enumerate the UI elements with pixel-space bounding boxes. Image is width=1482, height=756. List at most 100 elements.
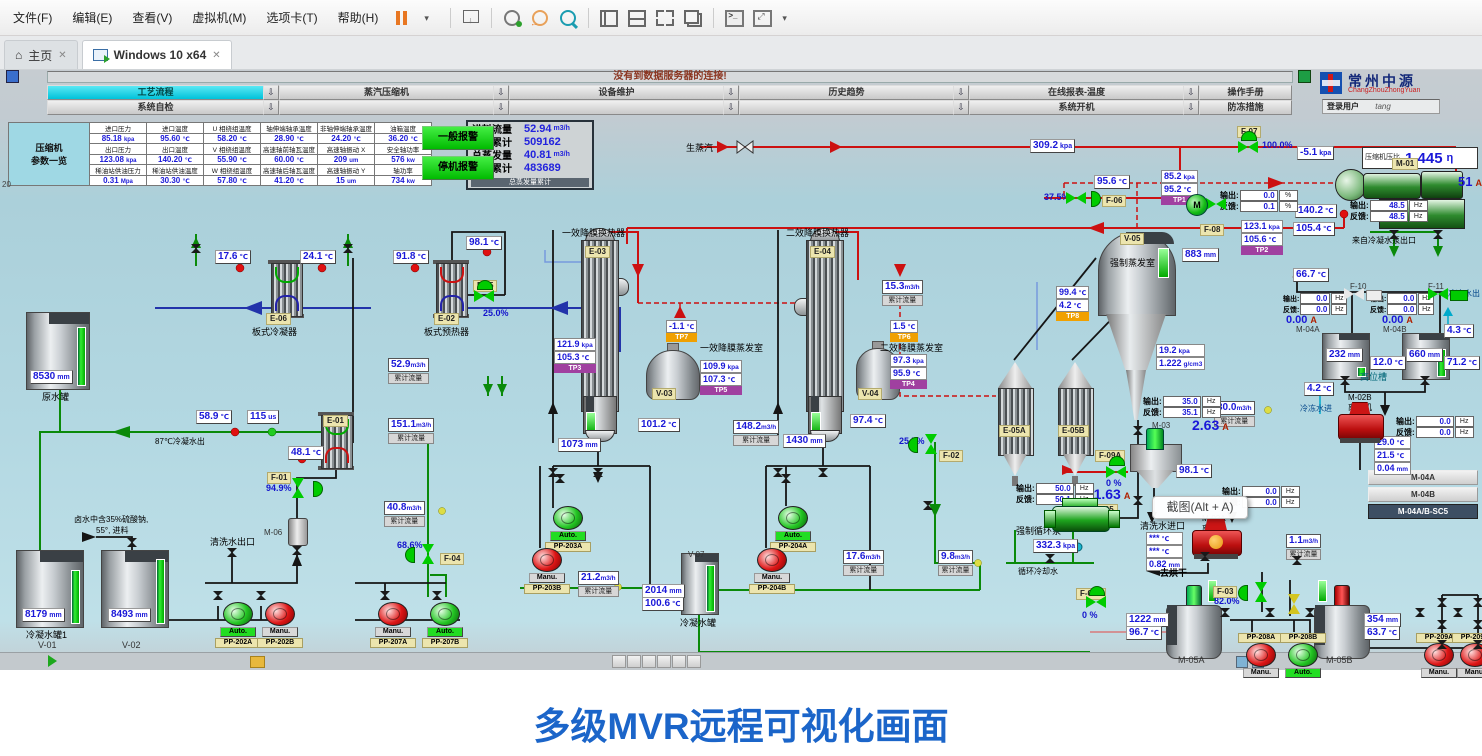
control-valve[interactable] (1206, 198, 1226, 210)
flow-total-button[interactable]: 累计流量 (388, 373, 429, 384)
gate-valve[interactable] (1437, 640, 1447, 649)
gate-valve[interactable] (1437, 620, 1447, 629)
gate-valve[interactable] (773, 468, 783, 477)
pump-PP-204B[interactable]: Manu.PP-204B (749, 548, 795, 594)
nav-系统自检[interactable]: 系统自检 (47, 100, 264, 115)
gate-valve[interactable] (432, 591, 442, 600)
control-valve[interactable] (1106, 466, 1126, 478)
pump-PP-204A[interactable]: Auto.PP-204A (770, 506, 816, 552)
control-valve[interactable] (1288, 594, 1300, 614)
control-valve[interactable] (292, 478, 304, 498)
gate-valve[interactable] (593, 468, 603, 477)
menu-查看(V)[interactable]: 查看(V) (132, 11, 173, 25)
control-valve[interactable] (422, 544, 434, 564)
alarm-button-停机报警[interactable]: 停机报警 (422, 156, 494, 180)
taskbar-page-button[interactable] (657, 655, 671, 668)
menu-虚拟机(M)[interactable]: 虚拟机(M) (192, 11, 247, 25)
gate-valve[interactable] (1389, 230, 1399, 239)
control-valve[interactable] (1066, 192, 1086, 204)
panel-button-M-04B[interactable]: M-04B (1368, 487, 1478, 502)
gate-valve[interactable] (1433, 230, 1443, 239)
taskbar-run-icon[interactable] (48, 655, 57, 667)
fullscreen-icon[interactable] (655, 9, 675, 27)
gate-valve[interactable] (1220, 608, 1230, 617)
console-view-icon[interactable]: >_ (724, 9, 745, 27)
flow-total-button[interactable]: 累计流量 (388, 433, 435, 444)
taskbar-page-button[interactable] (612, 655, 626, 668)
tab-home[interactable]: ⌂ 主页 ✕ (4, 40, 78, 69)
nav-arrow-icon[interactable]: ⇩ (1183, 100, 1199, 115)
flow-total-button[interactable]: 累计流量 (384, 516, 425, 527)
report-export-icon[interactable] (1298, 70, 1311, 83)
total-evaporation-button[interactable]: 总蒸发量累计 (471, 178, 589, 187)
flow-total-button[interactable]: 累计流量 (1286, 549, 1322, 560)
gate-valve[interactable] (1133, 426, 1143, 435)
nav-arrow-icon[interactable]: ⇩ (493, 100, 509, 115)
nav-blank[interactable] (279, 100, 494, 115)
flow-total-button[interactable]: 累计流量 (733, 435, 780, 446)
nav-设备维护[interactable]: 设备维护 (509, 85, 724, 100)
control-valve[interactable] (1428, 288, 1448, 300)
flow-total-button[interactable]: 累计流量 (938, 565, 974, 576)
snapshot-manager-icon[interactable] (558, 9, 579, 29)
pause-icon[interactable] (392, 9, 412, 27)
gate-valve[interactable] (1045, 554, 1055, 563)
fit-guest-icon[interactable]: ⤢ (752, 9, 773, 27)
gate-valve[interactable] (343, 244, 353, 253)
menu-编辑(E)[interactable]: 编辑(E) (72, 11, 113, 25)
close-icon[interactable]: ✕ (212, 49, 221, 61)
pump-PP-202A[interactable]: Auto.PP-202A (215, 602, 261, 648)
pump-PP-202B[interactable]: Manu.PP-202B (257, 602, 303, 648)
pump-PP-207B[interactable]: Auto.PP-207B (422, 602, 468, 648)
nav-系统开机[interactable]: 系统开机 (969, 100, 1184, 115)
control-valve[interactable] (1344, 288, 1364, 300)
gate-valve[interactable] (1415, 608, 1425, 617)
nav-arrow-icon[interactable]: ⇩ (493, 85, 509, 100)
gate-valve[interactable] (1473, 598, 1482, 607)
taskbar-page-button[interactable] (687, 655, 701, 668)
control-valve[interactable] (1086, 596, 1106, 608)
nav-工艺流程[interactable]: 工艺流程 (47, 85, 264, 100)
taskbar-page-button[interactable] (672, 655, 686, 668)
control-valve[interactable] (474, 290, 494, 302)
gate-valve[interactable] (1473, 640, 1482, 649)
nav-历史趋势[interactable]: 历史趋势 (739, 85, 954, 100)
tab-vm-windows10[interactable]: Windows 10 x64 ✕ (81, 40, 232, 69)
flow-total-button[interactable]: 累计流量 (843, 565, 884, 576)
gate-valve[interactable] (292, 546, 302, 555)
gate-valve[interactable] (555, 474, 565, 483)
gate-valve[interactable] (781, 474, 791, 483)
gate-valve[interactable] (1305, 608, 1315, 617)
gate-valve[interactable] (1340, 376, 1350, 385)
nav-arrow-icon[interactable]: ⇩ (1183, 85, 1199, 100)
nav-arrow-icon[interactable]: ⇩ (263, 100, 279, 115)
gate-valve[interactable] (1473, 620, 1482, 629)
taskbar-page-button[interactable] (642, 655, 656, 668)
show-thumbnail-bar-icon[interactable] (627, 9, 647, 27)
menu-帮助(H)[interactable]: 帮助(H) (337, 11, 379, 25)
gate-valve[interactable] (1437, 598, 1447, 607)
snapshot-revert-icon[interactable]: ← (530, 9, 550, 28)
nav-在线报表-温度[interactable]: 在线报表-温度 (969, 85, 1184, 100)
ctrl-alt-del-icon[interactable]: ↓ (461, 9, 481, 27)
gate-valve[interactable] (191, 244, 201, 253)
gate-valve[interactable] (1200, 552, 1210, 561)
nav-arrow-icon[interactable]: ⇩ (263, 85, 279, 100)
gate-valve[interactable] (227, 548, 237, 557)
gate-valve[interactable] (1292, 556, 1302, 565)
nav-arrow-icon[interactable]: ⇩ (953, 100, 969, 115)
gate-valve[interactable] (923, 501, 933, 510)
nav-arrow-icon[interactable]: ⇩ (723, 85, 739, 100)
gate-valve[interactable] (127, 538, 137, 547)
alarm-button-一般报警[interactable]: 一般报警 (422, 126, 494, 150)
pump-PP-209B[interactable]: PP-209BManu. (1452, 632, 1482, 678)
gate-valve[interactable] (1453, 608, 1463, 617)
nav-操作手册[interactable]: 操作手册 (1199, 85, 1292, 100)
gate-valve[interactable] (380, 591, 390, 600)
fit-caret[interactable]: ▾ (782, 12, 787, 23)
system-icon[interactable] (6, 70, 19, 83)
gate-valve[interactable] (1265, 608, 1275, 617)
control-valve[interactable] (1255, 582, 1267, 602)
